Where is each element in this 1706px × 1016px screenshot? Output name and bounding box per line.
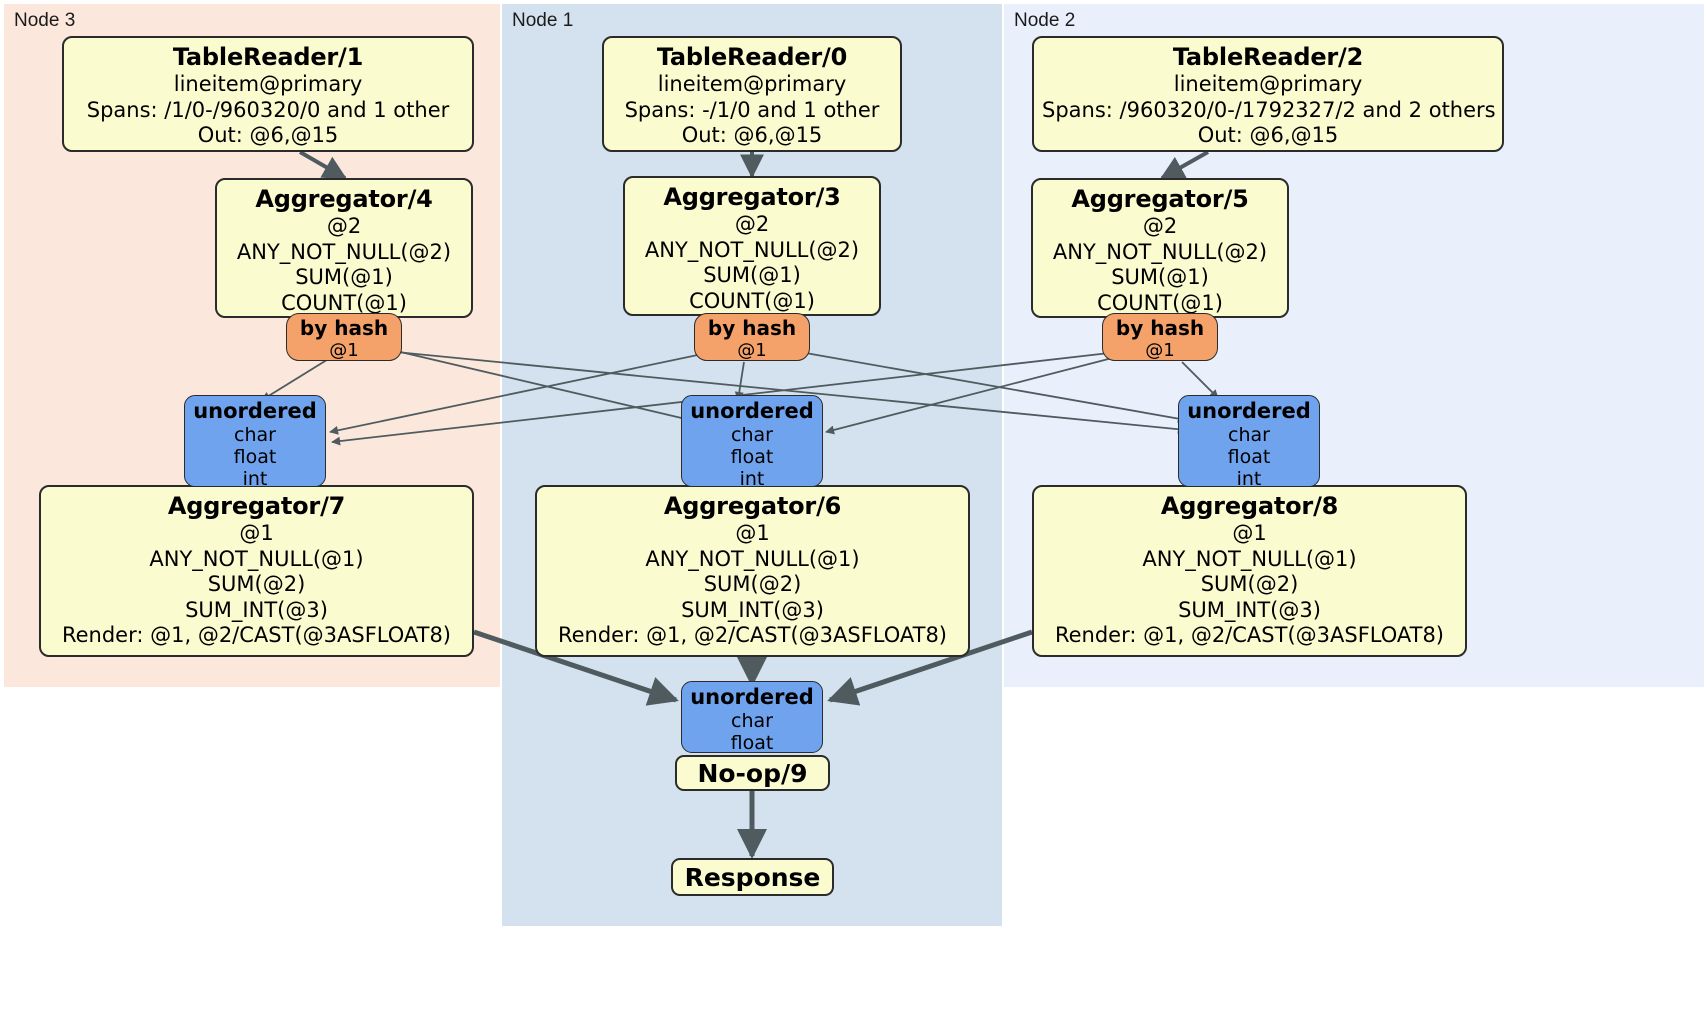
processor-line: ANY_NOT_NULL(@1) xyxy=(1142,546,1357,571)
router-by-hash-4[interactable]: by hash @1 xyxy=(286,313,402,361)
processor-line: @2 xyxy=(734,212,770,236)
processor-line: Out: @6,@15 xyxy=(197,123,339,147)
processor-title: Aggregator/3 xyxy=(663,183,841,211)
router-by-hash-5[interactable]: by hash @1 xyxy=(1102,313,1218,361)
processor-line: Render: @1, @2/CAST(@3ASFLOAT8) xyxy=(61,623,452,647)
synchronizer-line: char xyxy=(234,424,276,446)
processor-line: COUNT(@1) xyxy=(281,290,407,315)
processor-line: ANY_NOT_NULL(@1) xyxy=(149,546,364,571)
processor-tablereader-1[interactable]: TableReader/1 lineitem@primary Spans: /1… xyxy=(62,36,474,152)
processor-response[interactable]: Response xyxy=(671,858,834,896)
processor-line: @2 xyxy=(326,214,362,238)
synchronizer-title: unordered xyxy=(1187,399,1311,423)
processor-aggregator-4[interactable]: Aggregator/4 @2 ANY_NOT_NULL(@2) SUM(@1)… xyxy=(215,178,473,318)
processor-tablereader-0[interactable]: TableReader/0 lineitem@primary Spans: -/… xyxy=(602,36,902,152)
processor-title: Aggregator/7 xyxy=(167,492,346,520)
processor-title: Response xyxy=(684,862,821,892)
synchronizer-title: unordered xyxy=(690,685,814,709)
processor-tablereader-2[interactable]: TableReader/2 lineitem@primary Spans: /9… xyxy=(1032,36,1504,152)
processor-line: lineitem@primary xyxy=(173,72,363,96)
processor-line: ANY_NOT_NULL(@2) xyxy=(644,237,860,262)
processor-aggregator-5[interactable]: Aggregator/5 @2 ANY_NOT_NULL(@2) SUM(@1)… xyxy=(1031,178,1289,318)
synchronizer-line: char xyxy=(1228,424,1270,446)
processor-line: Spans: /960320/0-/1792327/2 and 2 others xyxy=(1042,97,1496,122)
processor-line: ANY_NOT_NULL(@2) xyxy=(1052,239,1268,264)
processor-line: lineitem@primary xyxy=(657,72,847,96)
processor-line: Render: @1, @2/CAST(@3ASFLOAT8) xyxy=(557,623,948,647)
processor-line: SUM(@1) xyxy=(703,263,801,287)
router-line: @1 xyxy=(329,340,359,361)
synchronizer-line: char xyxy=(731,710,773,732)
processor-line: ANY_NOT_NULL(@2) xyxy=(236,239,452,264)
processor-line: SUM(@2) xyxy=(703,572,802,596)
processor-noop-9[interactable]: No-op/9 xyxy=(675,755,830,791)
node-panel-label: Node 1 xyxy=(512,10,574,31)
processor-line: SUM_INT(@3) xyxy=(1178,597,1321,622)
processor-title: TableReader/0 xyxy=(656,43,848,71)
synchronizer-line: int xyxy=(739,468,765,490)
processor-line: SUM(@1) xyxy=(1111,265,1209,289)
processor-line: SUM_INT(@3) xyxy=(185,597,328,622)
synchronizer-title: unordered xyxy=(193,399,317,423)
processor-title: Aggregator/5 xyxy=(1071,185,1249,213)
processor-aggregator-6[interactable]: Aggregator/6 @1 ANY_NOT_NULL(@1) SUM(@2)… xyxy=(535,485,970,657)
synchronizer-line: float xyxy=(233,446,277,468)
router-line: @1 xyxy=(1145,340,1175,361)
processor-line: Spans: /1/0-/960320/0 and 1 other xyxy=(86,97,450,122)
synchronizer-line: float xyxy=(730,446,774,468)
processor-line: @1 xyxy=(735,521,770,545)
processor-line: @2 xyxy=(1142,214,1178,238)
processor-line: SUM(@1) xyxy=(295,265,393,289)
processor-line: Out: @6,@15 xyxy=(1197,123,1339,147)
synchronizer-line: char xyxy=(731,424,773,446)
synchronizer-title: unordered xyxy=(690,399,814,423)
synchronizer-unordered-7[interactable]: unordered char float int xyxy=(184,395,326,490)
node-panel-label: Node 3 xyxy=(14,10,76,31)
processor-title: No-op/9 xyxy=(697,758,808,788)
processor-title: Aggregator/8 xyxy=(1160,492,1339,520)
processor-title: TableReader/1 xyxy=(172,43,364,71)
synchronizer-line: int xyxy=(1236,468,1262,490)
router-title: by hash xyxy=(1115,316,1205,340)
processor-line: SUM_INT(@3) xyxy=(681,597,824,622)
processor-aggregator-3[interactable]: Aggregator/3 @2 ANY_NOT_NULL(@2) SUM(@1)… xyxy=(623,176,881,316)
synchronizer-unordered-final[interactable]: unordered char float xyxy=(681,681,823,754)
processor-aggregator-8[interactable]: Aggregator/8 @1 ANY_NOT_NULL(@1) SUM(@2)… xyxy=(1032,485,1467,657)
processor-title: Aggregator/6 xyxy=(663,492,842,520)
processor-line: Spans: -/1/0 and 1 other xyxy=(624,97,880,122)
processor-line: Render: @1, @2/CAST(@3ASFLOAT8) xyxy=(1054,623,1445,647)
node-panel-label: Node 2 xyxy=(1014,10,1076,31)
processor-line: ANY_NOT_NULL(@1) xyxy=(645,546,860,571)
processor-line: lineitem@primary xyxy=(1173,72,1363,96)
synchronizer-unordered-8[interactable]: unordered char float int xyxy=(1178,395,1320,490)
synchronizer-line: float xyxy=(730,732,774,754)
processor-line: COUNT(@1) xyxy=(1097,290,1223,315)
router-title: by hash xyxy=(707,316,797,340)
router-title: by hash xyxy=(299,316,389,340)
processor-line: SUM(@2) xyxy=(1200,572,1299,596)
synchronizer-line: int xyxy=(242,468,268,490)
router-line: @1 xyxy=(737,340,767,361)
processor-line: @1 xyxy=(1232,521,1267,545)
processor-line: @1 xyxy=(239,521,274,545)
synchronizer-line: float xyxy=(1227,446,1271,468)
processor-line: Out: @6,@15 xyxy=(681,123,823,147)
processor-line: COUNT(@1) xyxy=(689,288,815,313)
processor-title: Aggregator/4 xyxy=(255,185,433,213)
processor-line: SUM(@2) xyxy=(207,572,306,596)
processor-aggregator-7[interactable]: Aggregator/7 @1 ANY_NOT_NULL(@1) SUM(@2)… xyxy=(39,485,474,657)
processor-title: TableReader/2 xyxy=(1172,43,1364,71)
synchronizer-unordered-6[interactable]: unordered char float int xyxy=(681,395,823,490)
router-by-hash-3[interactable]: by hash @1 xyxy=(694,313,810,361)
